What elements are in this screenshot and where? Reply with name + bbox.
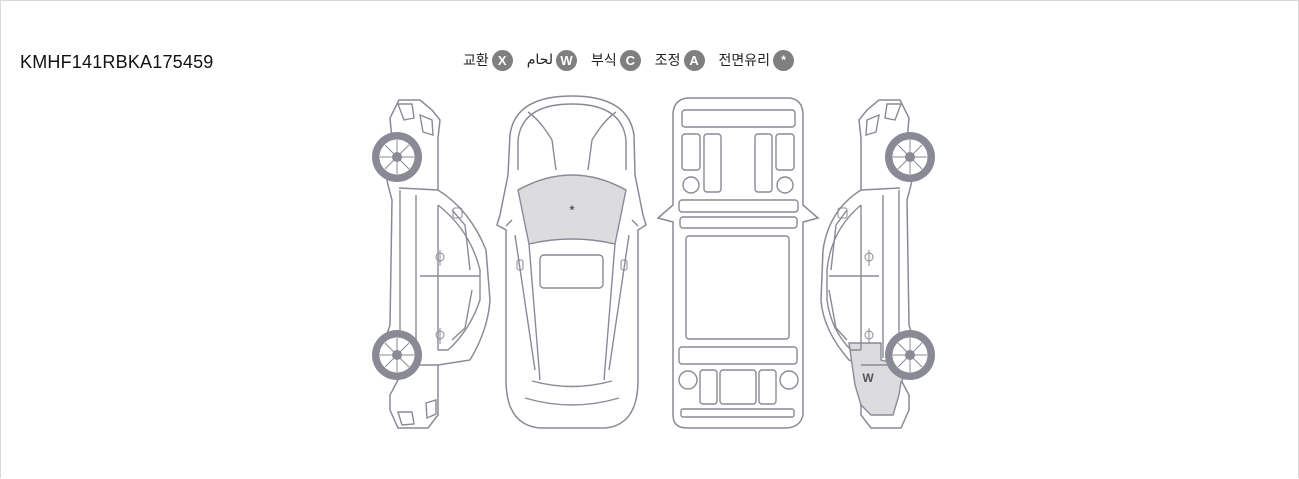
legend-badge-c: C [619, 49, 641, 71]
legend-label: 부식 [591, 53, 617, 69]
door-handle-icon [435, 250, 445, 344]
vin-number: KMHF141RBKA175459 [20, 52, 214, 72]
legend-item-corrosion: 부식 C [591, 49, 641, 71]
windshield-highlight [517, 174, 627, 245]
legend-item-exchange: 교환 X [463, 49, 513, 71]
legend-label: لحام [526, 52, 554, 68]
wheel-icon [885, 330, 935, 380]
car-top-view: * [496, 95, 647, 429]
rear-quarter-marker: W [862, 371, 874, 385]
car-left-side-view [372, 99, 491, 429]
windshield-marker: * [570, 203, 575, 217]
wheel-icon [372, 132, 422, 182]
legend-item-adjust: 조정 A [654, 49, 705, 71]
rear-quarter-highlight [848, 342, 908, 416]
wheel-icon [885, 132, 935, 182]
damage-legend: 교환 X لحام W 부식 C 조정 A 전면유리 * [463, 47, 808, 73]
door-handle-icon [864, 250, 874, 344]
car-right-side-view: W [820, 99, 935, 429]
legend-label: 전면유리 [718, 53, 771, 69]
legend-badge-a: A [683, 49, 705, 71]
legend-badge-star: * [773, 49, 795, 71]
legend-label: 교환 [463, 53, 489, 69]
legend-badge-x: X [491, 49, 513, 71]
legend-badge-w: W [556, 49, 578, 71]
legend-item-weld: لحام W [526, 49, 578, 71]
legend-label: 조정 [654, 53, 681, 69]
wheel-icon [372, 330, 422, 380]
car-panel-view [656, 97, 820, 429]
legend-item-windshield: 전면유리 * [718, 49, 795, 71]
